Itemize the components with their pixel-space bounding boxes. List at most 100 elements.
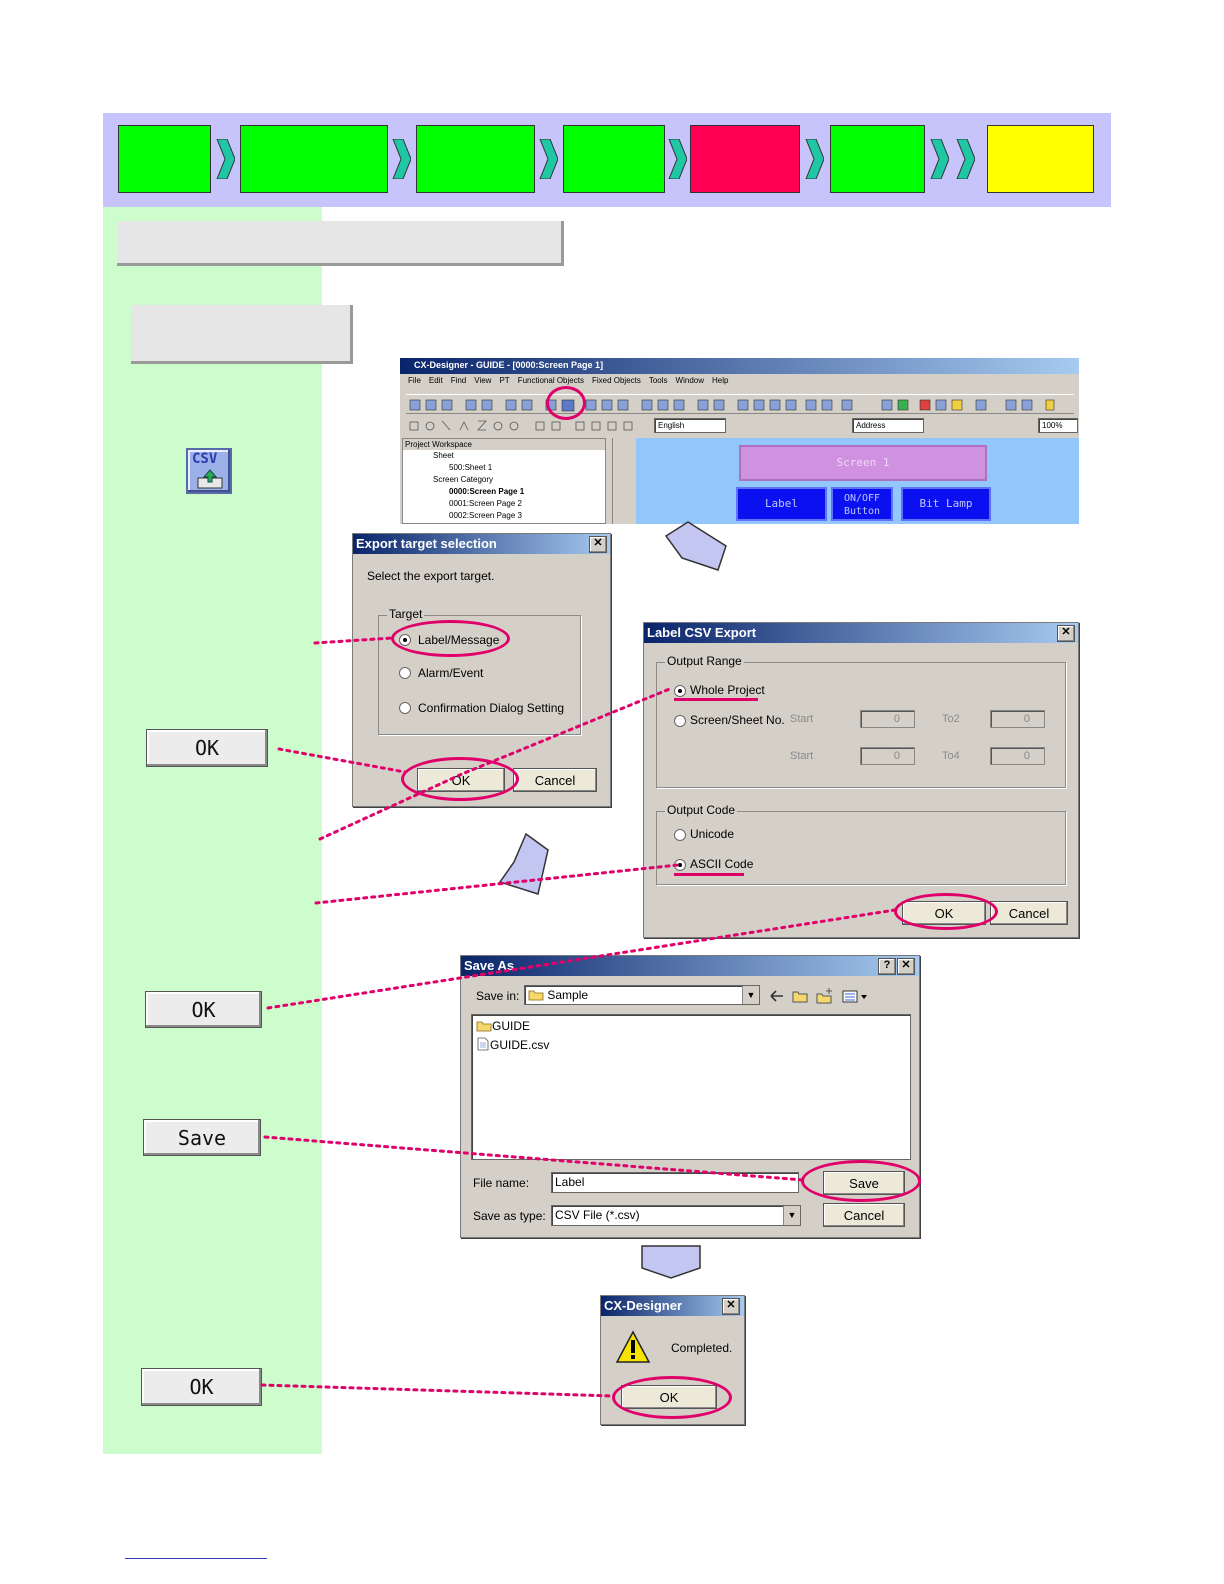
side-tool-strip [612, 438, 634, 524]
close-icon[interactable]: ✕ [589, 536, 607, 553]
chevron-right-icon [956, 139, 975, 179]
completed-message: Completed. [671, 1341, 733, 1355]
window-title: CX-Designer - GUIDE - [0000:Screen Page … [414, 360, 604, 370]
cx-designer-window: CX-Designer - GUIDE - [0000:Screen Page … [400, 358, 1079, 524]
nav-toolbar-icons[interactable] [767, 986, 871, 1006]
unicode-radio[interactable] [674, 829, 686, 841]
start-label: Start [790, 713, 814, 725]
toolbar-icons [409, 399, 1055, 412]
ok-button-step2[interactable]: OK [145, 991, 262, 1028]
menu-item[interactable]: Functional Objects [517, 376, 584, 385]
whole-project-label[interactable]: Whole Project [690, 683, 765, 697]
save-type-select[interactable]: CSV File (*.csv) ▼ [551, 1205, 801, 1226]
step-banner [103, 113, 1111, 207]
unicode-label[interactable]: Unicode [690, 827, 735, 841]
chevron-right-icon [805, 139, 824, 179]
save-button-step3[interactable]: Save [143, 1119, 261, 1156]
folder-icon [476, 1021, 492, 1032]
label-message-radio[interactable] [399, 634, 411, 646]
file-name: GUIDE.csv [490, 1038, 550, 1052]
csv-cancel-button[interactable]: Cancel [990, 901, 1068, 925]
menu-item[interactable]: Tools [648, 376, 668, 385]
menu-item[interactable]: PT [499, 376, 510, 385]
menu-item[interactable]: Fixed Objects [591, 376, 641, 385]
section-title-bar [117, 221, 564, 266]
chevron-right-icon [392, 139, 411, 179]
close-icon[interactable]: ✕ [897, 958, 915, 975]
to2-spinner: 0 [990, 710, 1045, 728]
export-target-dialog: Export target selection ✕ Select the exp… [352, 533, 611, 807]
address-mode-value: Address [856, 421, 886, 430]
chevron-right-icon [216, 139, 235, 179]
toolbar-1 [406, 394, 1074, 414]
help-icon[interactable]: ? [878, 958, 896, 975]
tree-item[interactable]: Sheet [433, 451, 454, 460]
drawing-tool-icons [409, 420, 633, 431]
menu-item[interactable]: Help [712, 376, 729, 385]
label-object[interactable]: Label [736, 487, 827, 521]
menu-item[interactable]: Window [675, 376, 704, 385]
to2-label: To2 [942, 713, 960, 725]
export-cancel-button[interactable]: Cancel [513, 768, 597, 792]
ok-button-step1[interactable]: OK [146, 729, 268, 767]
start-label: Start [790, 750, 814, 762]
save-type-value: CSV File (*.csv) [555, 1208, 640, 1222]
close-icon[interactable]: ✕ [1057, 625, 1075, 642]
list-item[interactable]: GUIDE.csv [476, 1037, 549, 1052]
project-workspace: Project Workspace Sheet 500:Sheet 1 Scre… [402, 438, 606, 524]
done-ok-button[interactable]: OK [621, 1385, 717, 1409]
tree-item[interactable]: Screen Category [433, 475, 494, 484]
ascii-code-label[interactable]: ASCII Code [690, 857, 754, 871]
address-mode-select[interactable]: Address [852, 418, 924, 433]
menu-item[interactable]: File [408, 376, 421, 385]
alarm-event-radio[interactable] [399, 667, 411, 679]
to4-label: To4 [942, 750, 960, 762]
csv-ok-button[interactable]: OK [902, 901, 986, 925]
screen-title-object[interactable]: Screen 1 [739, 445, 987, 481]
save-type-label: Save as type: [473, 1209, 546, 1223]
list-item[interactable]: GUIDE [476, 1019, 530, 1033]
save-in-select[interactable]: Sample ▼ [524, 985, 760, 1005]
tree-item[interactable]: 0001:Screen Page 2 [449, 499, 522, 508]
ok-button-step4[interactable]: OK [141, 1368, 262, 1406]
tree-item-selected[interactable]: 0000:Screen Page 1 [449, 487, 525, 496]
completed-dialog: CX-Designer ✕ Completed. OK [600, 1295, 745, 1425]
output-code-label: Output Code [665, 803, 738, 817]
screen-sheet-label[interactable]: Screen/Sheet No. [690, 713, 785, 727]
language-value: English [658, 421, 685, 430]
save-button[interactable]: Save [823, 1171, 905, 1195]
save-cancel-button[interactable]: Cancel [823, 1203, 905, 1227]
tree-item[interactable]: 500:Sheet 1 [449, 463, 493, 472]
menu-item[interactable]: View [474, 376, 492, 385]
menu-item[interactable]: Edit [428, 376, 443, 385]
bit-lamp-object[interactable]: Bit Lamp [901, 487, 991, 521]
chevron-down-icon[interactable]: ▼ [742, 986, 759, 1004]
alarm-event-label[interactable]: Alarm/Event [418, 666, 484, 680]
file-name-value: Label [555, 1175, 585, 1189]
output-code-group: Output Code Unicode ASCII Code [656, 803, 1066, 885]
zoom-field[interactable]: 100% [1038, 418, 1078, 433]
step-5-current [690, 125, 800, 193]
file-name-input[interactable]: Label [551, 1172, 799, 1193]
chevron-right-icon [668, 139, 687, 179]
language-select[interactable]: English [654, 418, 726, 433]
zoom-value: 100% [1042, 421, 1063, 430]
label-message-label[interactable]: Label/Message [418, 633, 500, 647]
whole-project-radio[interactable] [674, 685, 686, 697]
menu-item[interactable]: Find [450, 376, 467, 385]
highlight-underline [674, 698, 758, 701]
confirmation-dialog-label[interactable]: Confirmation Dialog Setting [418, 701, 565, 715]
confirmation-dialog-radio[interactable] [399, 702, 411, 714]
highlight-underline [674, 873, 744, 876]
onoff-button-object[interactable]: ON/OFF Button [831, 487, 893, 521]
workspace-title: Project Workspace [403, 439, 605, 450]
screen-sheet-radio[interactable] [674, 715, 686, 727]
save-dialog-title: Save As [464, 958, 515, 973]
chevron-down-icon[interactable]: ▼ [783, 1206, 800, 1225]
csv-dialog-title: Label CSV Export [647, 625, 757, 640]
close-icon[interactable]: ✕ [722, 1298, 740, 1315]
csv-dialog-titlebar: Label CSV Export [644, 623, 1078, 643]
tree-item[interactable]: 0002:Screen Page 3 [449, 511, 522, 520]
start-spinner: 0 [860, 710, 915, 728]
